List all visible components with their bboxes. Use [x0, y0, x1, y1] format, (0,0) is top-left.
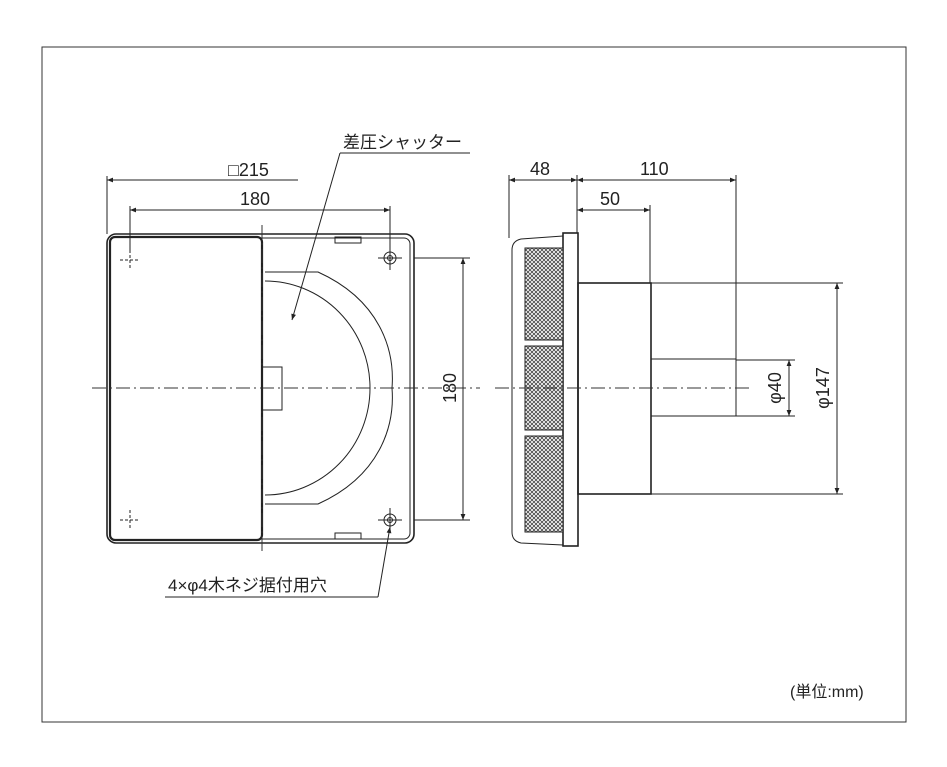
overall-width-dim: □215 — [228, 160, 269, 180]
side-view — [495, 175, 843, 547]
front-view — [92, 152, 480, 598]
drawing-frame — [41, 46, 907, 723]
mesh-lower — [524, 435, 564, 533]
hole-pitch-horizontal-dim: 180 — [240, 189, 270, 209]
grille-depth-dim: 48 — [530, 159, 550, 179]
unit-label: (単位:mm) — [790, 683, 864, 701]
shutter-inner — [264, 280, 371, 496]
shutter-tab — [261, 366, 283, 411]
bottom-clip — [334, 532, 362, 540]
top-clip — [334, 236, 362, 244]
hole-pitch-vertical-dim: 180 — [440, 373, 460, 403]
duct-length-dim: 50 — [600, 189, 620, 209]
projection-length-dim: 110 — [640, 159, 669, 179]
hidden-screw-hole-icon — [120, 250, 140, 530]
shutter-outer — [265, 271, 393, 505]
mesh-upper — [524, 247, 564, 341]
grille-flange — [562, 232, 579, 547]
pipe-diameter-dim: φ40 — [765, 372, 785, 404]
grille-body — [511, 235, 564, 546]
shutter-label: 差圧シャッター — [343, 133, 462, 152]
duct-diameter-dim: φ147 — [813, 367, 833, 409]
screw-holes-label: 4×φ4木ネジ据付用穴 — [168, 576, 327, 595]
